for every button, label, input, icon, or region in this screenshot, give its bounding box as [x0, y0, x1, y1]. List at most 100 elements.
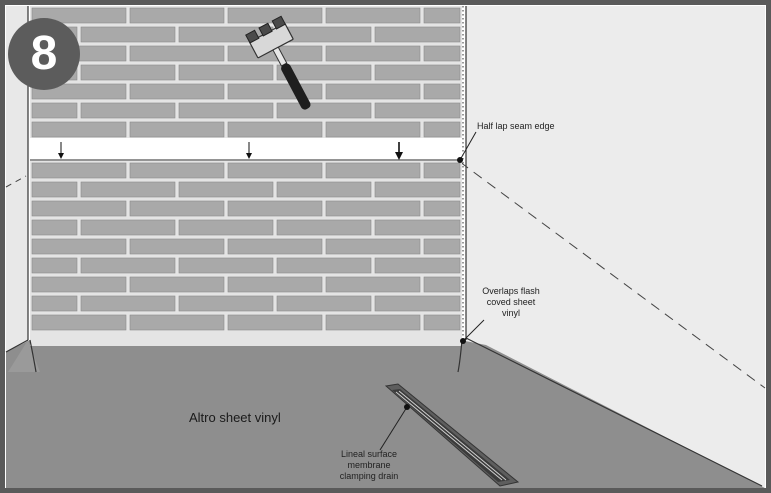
- brick-tile: [423, 238, 461, 255]
- brick-tile: [129, 83, 225, 100]
- floor: [6, 340, 765, 488]
- brick-tile: [129, 162, 225, 179]
- brick-tile: [80, 64, 176, 81]
- brick-tile: [276, 102, 372, 119]
- seam-callout-dot: [457, 157, 463, 163]
- brick-tile: [423, 121, 461, 138]
- brick-tile: [325, 314, 421, 331]
- brick-tile: [178, 257, 274, 274]
- overlap-callout-dot: [460, 338, 466, 344]
- seam-arrow: [58, 142, 64, 159]
- brick-tile: [80, 295, 176, 312]
- seam-edge-callout: Half lap seam edge: [477, 121, 555, 131]
- brick-tile: [227, 238, 323, 255]
- brick-tile: [227, 121, 323, 138]
- overlap-callout: Overlaps flash coved sheet vinyl: [482, 286, 540, 318]
- brick-tile: [374, 102, 461, 119]
- brick-tile: [31, 295, 78, 312]
- brick-tile: [374, 295, 461, 312]
- brick-tile: [374, 64, 461, 81]
- brick-tile: [423, 83, 461, 100]
- brick-tile: [31, 219, 78, 236]
- brick-tile: [325, 238, 421, 255]
- dashed-guide-right: [459, 161, 766, 389]
- brick-tile: [129, 7, 225, 24]
- cove-curve-left: [29, 339, 37, 373]
- brick-tile: [80, 181, 176, 198]
- step-number-badge: 8: [8, 18, 80, 90]
- right-side-wall: [466, 6, 765, 487]
- dashed-guide-left: [5, 175, 27, 188]
- brick-tile: [276, 64, 372, 81]
- brick-tile: [325, 276, 421, 293]
- brick-tile: [31, 200, 127, 217]
- brick-tile: [325, 162, 421, 179]
- brick-tile: [423, 200, 461, 217]
- floor-right-edge: [465, 337, 763, 487]
- brick-tile: [80, 26, 176, 43]
- brick-tile: [374, 181, 461, 198]
- brick-tile: [178, 295, 274, 312]
- brick-tile: [80, 257, 176, 274]
- floor-left-edge: [5, 339, 29, 353]
- brick-tile: [227, 314, 323, 331]
- brick-tile: [325, 200, 421, 217]
- sheet-gap: [30, 138, 462, 160]
- brick-tile: [227, 276, 323, 293]
- brick-tile: [129, 276, 225, 293]
- brick-tile: [325, 45, 421, 62]
- left-side-wall: [6, 6, 28, 352]
- overlap-leader-line: [462, 319, 485, 342]
- brick-tile: [325, 7, 421, 24]
- floor-cove-left: [8, 340, 40, 372]
- clamping-drain: [384, 383, 520, 487]
- drain-leader-line: [379, 406, 408, 451]
- drain-callout-dot: [404, 404, 410, 410]
- brick-tile: [423, 45, 461, 62]
- brick-tile: [178, 181, 274, 198]
- lower-vinyl-sheet: [30, 161, 462, 346]
- brick-tile: [129, 200, 225, 217]
- brick-tile: [31, 314, 127, 331]
- brick-tile: [374, 219, 461, 236]
- seam-roller-tool: [245, 15, 311, 110]
- brick-tile: [325, 83, 421, 100]
- upper-vinyl-sheet: [30, 6, 462, 138]
- brick-tile: [129, 121, 225, 138]
- drain-callout: Lineal surface membrane clamping drain: [339, 449, 399, 481]
- brick-tile: [31, 121, 127, 138]
- brick-tile: [178, 219, 274, 236]
- brick-tile: [80, 219, 176, 236]
- seam-arrow: [395, 142, 403, 160]
- brick-tile: [227, 83, 323, 100]
- brick-tile: [31, 238, 127, 255]
- brick-tile: [129, 314, 225, 331]
- brick-tile: [31, 257, 78, 274]
- brick-tile: [423, 314, 461, 331]
- brick-tile: [227, 200, 323, 217]
- brick-tile: [325, 121, 421, 138]
- brick-tile: [80, 102, 176, 119]
- seam-leader-line: [459, 131, 477, 161]
- brick-tile: [178, 102, 274, 119]
- brick-tile: [276, 219, 372, 236]
- brick-tile: [276, 181, 372, 198]
- brick-tile: [31, 162, 127, 179]
- brick-tile: [423, 162, 461, 179]
- brick-tile: [31, 102, 78, 119]
- brick-tile: [423, 7, 461, 24]
- brick-tile: [178, 64, 274, 81]
- floor-material-label: Altro sheet vinyl: [189, 410, 281, 425]
- brick-tile: [374, 26, 461, 43]
- brick-tile: [276, 257, 372, 274]
- brick-tile: [276, 295, 372, 312]
- brick-tile: [129, 238, 225, 255]
- brick-tile: [423, 276, 461, 293]
- brick-tile: [31, 181, 78, 198]
- brick-tile: [129, 45, 225, 62]
- brick-tile: [374, 257, 461, 274]
- brick-tile: [227, 162, 323, 179]
- seam-arrow: [246, 142, 252, 159]
